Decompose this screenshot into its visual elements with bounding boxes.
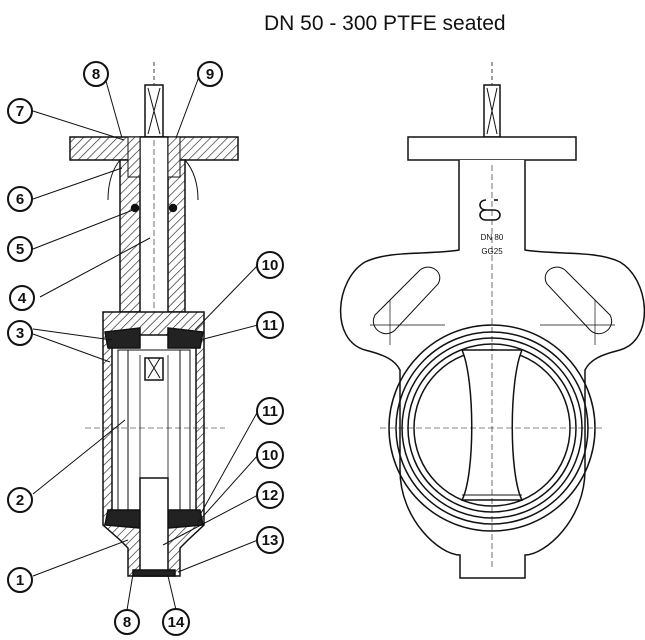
- size-marking: DN 80: [481, 233, 504, 242]
- callout-4: 4: [9, 285, 35, 311]
- svg-text:10: 10: [262, 447, 279, 464]
- front-view: [339, 62, 645, 579]
- svg-text:14: 14: [168, 614, 185, 631]
- leader-lines: [32, 73, 259, 611]
- callout-14: 14: [162, 608, 190, 636]
- svg-text:3: 3: [16, 325, 24, 342]
- brand-logo: [479, 199, 501, 221]
- svg-text:5: 5: [16, 241, 24, 258]
- callout-10-top: 10: [256, 251, 284, 279]
- svg-text:10: 10: [262, 257, 279, 274]
- callout-7: 7: [7, 98, 33, 124]
- svg-text:9: 9: [206, 66, 214, 83]
- stem-top: [144, 62, 164, 138]
- bottom-stem: [139, 477, 169, 577]
- callout-9: 9: [197, 61, 223, 87]
- callout-2: 2: [7, 487, 33, 513]
- section-view: [69, 62, 239, 577]
- diagram-title: DN 50 - 300 PTFE seated: [264, 12, 506, 35]
- svg-text:11: 11: [262, 317, 278, 334]
- lug-slot-right: [540, 266, 615, 345]
- svg-text:7: 7: [16, 103, 24, 120]
- callout-11-top: 11: [256, 311, 284, 339]
- callout-10-bottom: 10: [256, 441, 284, 469]
- svg-text:8: 8: [92, 66, 100, 83]
- callout-3: 3: [7, 320, 33, 346]
- callouts: 1 2 3 4 5 6 7 8 9 10 11 11 10 12 13 8 14: [7, 61, 284, 636]
- seat-ring-lower: [104, 509, 141, 529]
- svg-text:13: 13: [262, 532, 279, 549]
- callout-12: 12: [256, 481, 284, 509]
- svg-text:6: 6: [16, 191, 24, 208]
- svg-text:1: 1: [16, 572, 24, 589]
- o-ring: [130, 203, 140, 213]
- front-flange: [407, 136, 577, 161]
- callout-11-bottom: 11: [256, 397, 284, 425]
- callout-8-bottom: 8: [114, 609, 140, 635]
- svg-text:8: 8: [123, 614, 131, 631]
- lug-slot-left: [370, 266, 445, 345]
- material-marking: GG25: [481, 247, 503, 256]
- callout-13: 13: [256, 526, 284, 554]
- svg-text:12: 12: [262, 487, 279, 504]
- body-marking: DN 80 GG25: [479, 199, 504, 256]
- callout-5: 5: [7, 236, 33, 262]
- svg-text:11: 11: [262, 403, 278, 420]
- callout-6: 6: [7, 186, 33, 212]
- callout-1: 1: [7, 567, 33, 593]
- svg-text:4: 4: [18, 290, 27, 307]
- seat-ring-upper: [104, 327, 141, 349]
- callout-8-top: 8: [83, 61, 109, 87]
- svg-text:2: 2: [16, 492, 24, 509]
